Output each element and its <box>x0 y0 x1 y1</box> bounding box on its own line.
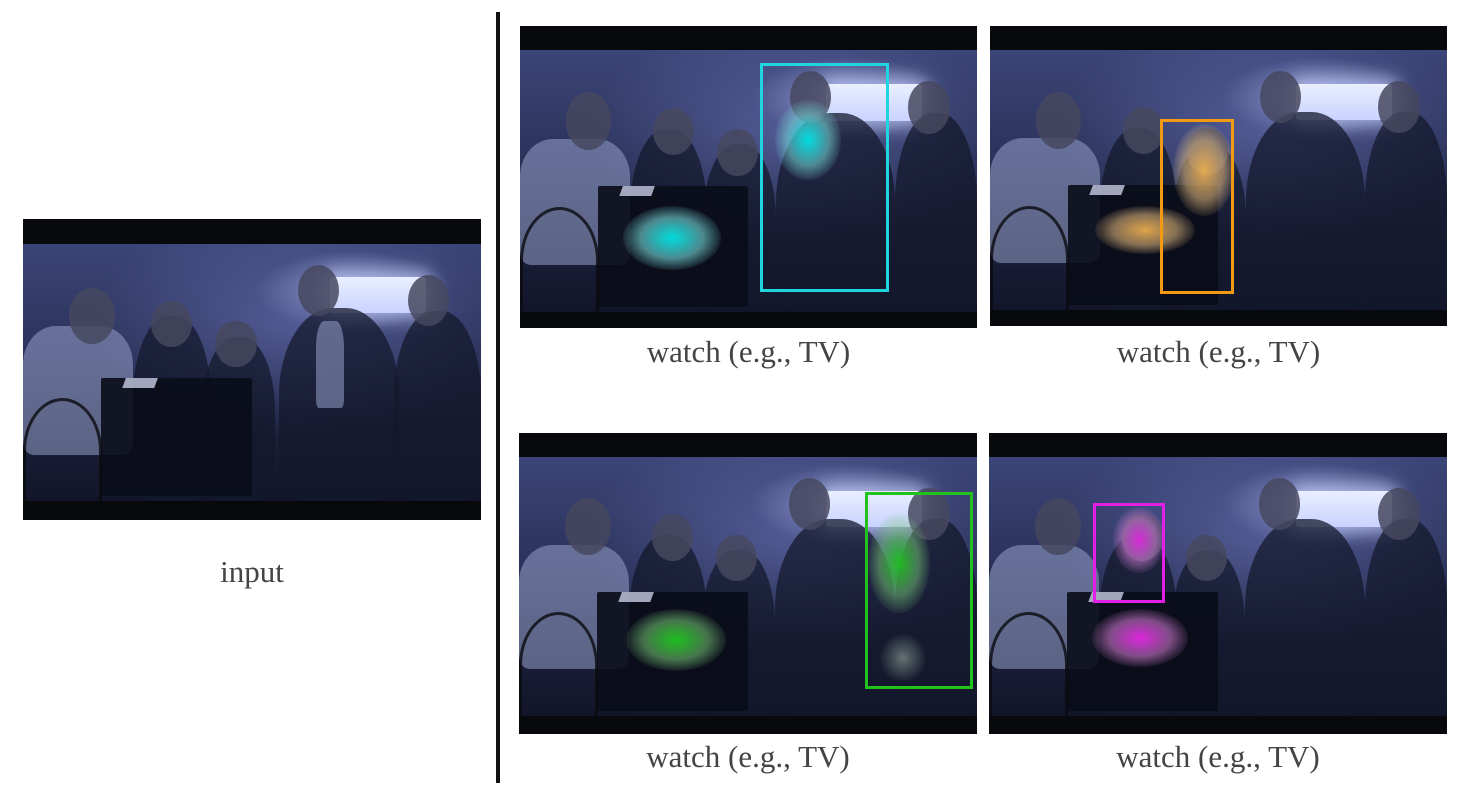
attention-blob <box>623 206 721 270</box>
attention-blob <box>1173 124 1235 216</box>
detection-box <box>865 492 973 689</box>
panel-2-caption: watch (e.g., TV) <box>1116 334 1321 369</box>
panel-3-caption: watch (e.g., TV) <box>646 739 850 774</box>
input-caption: input <box>220 554 284 589</box>
panel-2-image <box>990 26 1447 326</box>
detection-box <box>1093 503 1165 603</box>
detection-box <box>760 63 889 292</box>
vertical-divider <box>496 12 500 783</box>
panel-1-caption: watch (e.g., TV) <box>646 334 851 369</box>
attention-blob <box>879 633 927 683</box>
detection-box <box>1160 119 1234 294</box>
panel-3-image <box>519 433 977 734</box>
input-image <box>23 219 481 520</box>
attention-blob <box>775 100 841 180</box>
attention-blob <box>868 513 930 613</box>
attention-blob <box>1113 507 1165 573</box>
attention-blob <box>626 609 726 671</box>
panel-1-image <box>520 26 977 328</box>
panel-4-image <box>989 433 1447 734</box>
attention-blob <box>1092 609 1188 667</box>
panel-4-caption: watch (e.g., TV) <box>1116 739 1320 774</box>
attention-blob <box>1095 206 1195 254</box>
